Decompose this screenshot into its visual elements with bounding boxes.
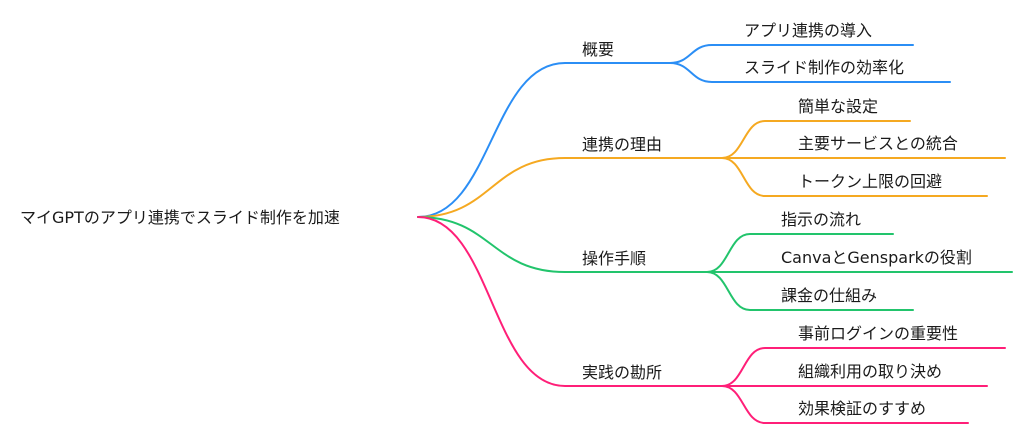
branch-edge xyxy=(417,157,723,218)
child-node[interactable]: 事前ログインの重要性 xyxy=(798,324,958,343)
child-node[interactable]: アプリ連携の導入 xyxy=(744,21,872,40)
child-edge xyxy=(706,233,894,273)
branch-node[interactable]: 操作手順 xyxy=(582,249,646,268)
branch-node[interactable]: 概要 xyxy=(582,40,614,59)
child-node[interactable]: スライド制作の効率化 xyxy=(744,58,904,77)
child-edge xyxy=(669,62,951,83)
root-node[interactable]: マイGPTのアプリ連携でスライド制作を加速 xyxy=(20,208,340,227)
child-edge xyxy=(721,347,1006,387)
child-node[interactable]: 主要サービスとの統合 xyxy=(798,134,958,153)
child-edge xyxy=(706,271,914,311)
branch-edge xyxy=(417,62,671,218)
child-node[interactable]: CanvaとGensparkの役割 xyxy=(781,248,972,267)
branch-node[interactable]: 実践の勘所 xyxy=(582,363,662,382)
branch-node[interactable]: 連携の理由 xyxy=(582,135,662,154)
branch-edge xyxy=(417,216,723,387)
child-node[interactable]: 簡単な設定 xyxy=(798,97,878,116)
child-edge xyxy=(721,385,969,424)
child-node[interactable]: トークン上限の回避 xyxy=(798,172,942,191)
child-node[interactable]: 課金の仕組み xyxy=(781,286,877,305)
child-edge xyxy=(721,157,988,197)
child-node[interactable]: 指示の流れ xyxy=(781,210,861,229)
child-node[interactable]: 効果検証のすすめ xyxy=(798,399,926,418)
child-edge xyxy=(669,44,914,64)
branch-edge xyxy=(417,216,708,273)
child-node[interactable]: 組織利用の取り決め xyxy=(798,362,942,381)
child-edge xyxy=(721,120,911,159)
